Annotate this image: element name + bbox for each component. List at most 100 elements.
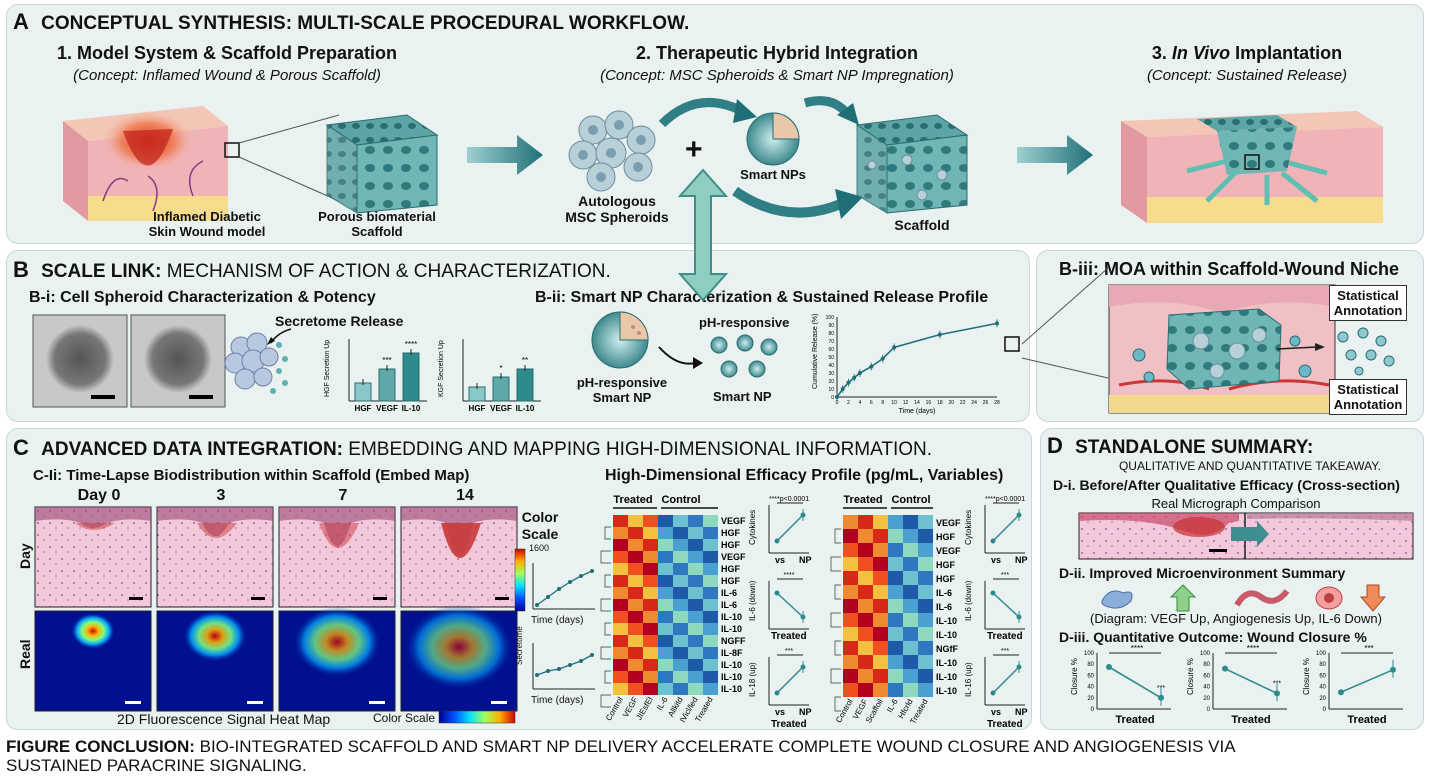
heat-cell	[613, 683, 628, 695]
heat-cell	[688, 611, 703, 623]
tick-label: 20	[1087, 696, 1094, 702]
time-axis-label: Time (days)	[531, 615, 584, 626]
heat-cell	[688, 563, 703, 575]
heat-cell	[628, 563, 643, 575]
bar	[402, 352, 420, 402]
heat-cell	[843, 669, 858, 683]
di-subtitle: Real Micrograph Comparison	[1151, 496, 1321, 511]
heat-cell	[658, 647, 673, 659]
porous-scaffold-icon	[325, 114, 439, 214]
bar	[468, 386, 486, 402]
data-point	[990, 538, 996, 544]
heatmap-tile	[400, 604, 518, 712]
day-label: 3	[216, 487, 226, 504]
panel-d-header: D STANDALONE SUMMARY:	[1047, 433, 1314, 458]
row-label: IL-10	[936, 672, 957, 682]
heat-cell	[658, 551, 673, 563]
vertical-color-bar	[514, 548, 526, 612]
axis-label: Cumulative Release (%)	[812, 314, 819, 389]
row-label: VEGF	[936, 518, 961, 528]
heat-cell	[658, 587, 673, 599]
heat-cell	[613, 611, 628, 623]
heat-cell	[628, 599, 643, 611]
heat-cell	[673, 587, 688, 599]
heat-cell	[843, 515, 858, 529]
heat-cell	[673, 635, 688, 647]
axis-label: HGF Secretion Up	[324, 340, 331, 397]
tick-label: 60	[1087, 673, 1094, 679]
row-label: IL-8F	[721, 648, 743, 658]
tick-label: 0	[1091, 707, 1095, 713]
panel-a-header: A CONCEPTUAL SYNTHESIS: MULTI-SCALE PROC…	[13, 9, 689, 35]
step1-subtitle: (Concept: Inflamed Wound & Porous Scaffo…	[73, 67, 381, 84]
heat-cell	[688, 599, 703, 611]
heat-cell	[903, 613, 918, 627]
heat-cell	[673, 659, 688, 671]
heat-cell	[903, 557, 918, 571]
axis-label: Closure %	[1070, 658, 1079, 695]
heat-cell	[643, 683, 658, 695]
heat-cell	[703, 575, 718, 587]
tick-label: 20	[828, 379, 834, 385]
heat-cell	[628, 683, 643, 695]
bar	[378, 368, 396, 402]
biii-title: B-iii: MOA within Scaffold-Wound Niche	[1059, 259, 1399, 279]
msc-spheroids-icon	[568, 110, 656, 192]
bi-title: B-i: Cell Spheroid Characterization & Po…	[29, 289, 376, 306]
axis-label: IL-6 (down)	[748, 580, 757, 621]
tick-label: Treated	[771, 719, 807, 730]
heat-cell	[903, 543, 918, 557]
tick-label: 30	[828, 371, 834, 377]
heat-cell	[628, 659, 643, 671]
sig-label: ***	[382, 356, 391, 365]
zoom-lines	[224, 114, 340, 202]
secretome-label: Secretome Release	[275, 313, 404, 329]
curved-arrow-icon	[732, 186, 863, 219]
data-point	[990, 590, 996, 596]
heat-cell	[688, 635, 703, 647]
tick-label: Treated	[1231, 714, 1270, 726]
heat-cell	[673, 515, 688, 527]
heat-cell	[918, 557, 933, 571]
heat-cell	[658, 611, 673, 623]
heat-cell	[903, 627, 918, 641]
heat-cell	[673, 539, 688, 551]
tick-label: 20	[949, 400, 955, 406]
data-point	[774, 590, 780, 596]
tick-label: 80	[828, 331, 834, 337]
tick-label: vs	[991, 555, 1001, 565]
vessel-icon	[1234, 589, 1290, 607]
histology-tile	[400, 506, 518, 608]
heat-cell	[673, 563, 688, 575]
row-label: IL-10	[721, 672, 742, 682]
tick-label: NP	[1015, 555, 1028, 565]
heat-cell	[688, 647, 703, 659]
secretome-spheroid-icon	[224, 332, 288, 394]
wound-skin-block	[63, 106, 228, 221]
tick-label: HGF	[355, 404, 372, 413]
heat-cell	[703, 587, 718, 599]
heat-cell	[673, 683, 688, 695]
col-label: IL-6	[655, 695, 670, 712]
np2-label: Smart NP	[713, 389, 772, 404]
heat-cell	[843, 543, 858, 557]
trend-line	[1224, 667, 1278, 695]
group-label: Treated	[613, 494, 652, 506]
secretome-axis-label: Secretome	[515, 626, 524, 665]
heat-cell	[703, 623, 718, 635]
tick-label: 6	[870, 400, 873, 406]
sig-label: **	[522, 356, 528, 365]
heat-cell	[613, 587, 628, 599]
heat-cell	[873, 543, 888, 557]
tick-label: 8	[881, 400, 884, 406]
tick-label: vs	[775, 707, 785, 717]
heat-cell	[843, 627, 858, 641]
tick-label: 0	[831, 395, 834, 401]
row-label: IL-6	[936, 602, 952, 612]
time-series-mini-chart	[532, 643, 595, 690]
trend-line	[1108, 666, 1162, 699]
